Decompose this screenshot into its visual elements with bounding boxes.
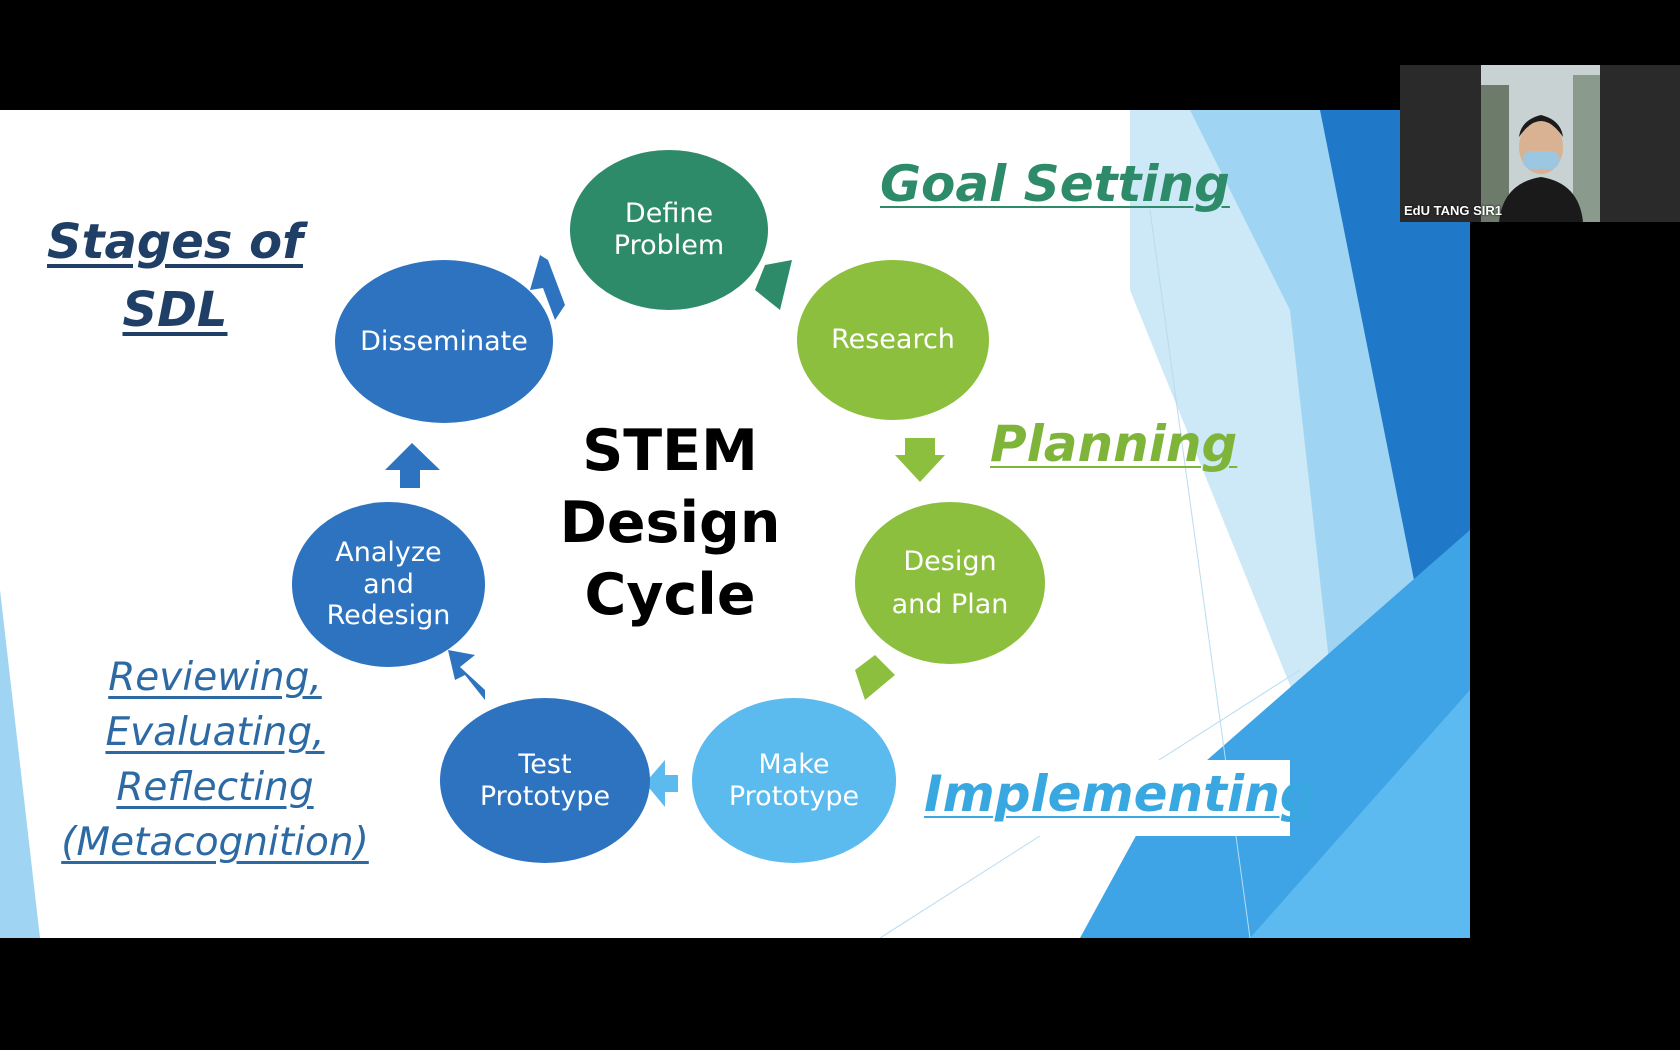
participant-video-tile[interactable]: EdU TANG SIR1 [1400,65,1680,222]
presentation-slide: Define Problem Research Design and Plan … [0,110,1470,938]
stage-planning: Planning [990,415,1238,473]
participant-name-label: EdU TANG SIR1 [1404,203,1502,218]
cycle-node-design-and-plan: Design and Plan [855,502,1045,664]
stage-implementing: Implementing [924,765,1316,823]
cycle-node-test-prototype: Test Prototype [440,698,650,863]
cycle-node-analyze-and-redesign: Analyze and Redesign [292,502,485,667]
cycle-node-research: Research [797,260,989,420]
stage-goal-setting: Goal Setting [880,155,1230,213]
stage-implementing-box [918,760,1290,836]
slide-background-decoration [0,110,1470,938]
center-title: STEM Design Cycle [559,418,781,628]
stages-title: Stages of SDL [47,214,303,338]
stage-reviewing-evaluating-reflecting: Reviewing, Evaluating, Reflecting (Metac… [61,655,369,865]
person-with-mask-icon [1481,65,1600,222]
participant-video [1481,65,1600,222]
cycle-node-define-problem: Define Problem [570,150,768,310]
cycle-node-make-prototype: Make Prototype [692,698,896,863]
cycle-node-disseminate: Disseminate [335,260,553,423]
